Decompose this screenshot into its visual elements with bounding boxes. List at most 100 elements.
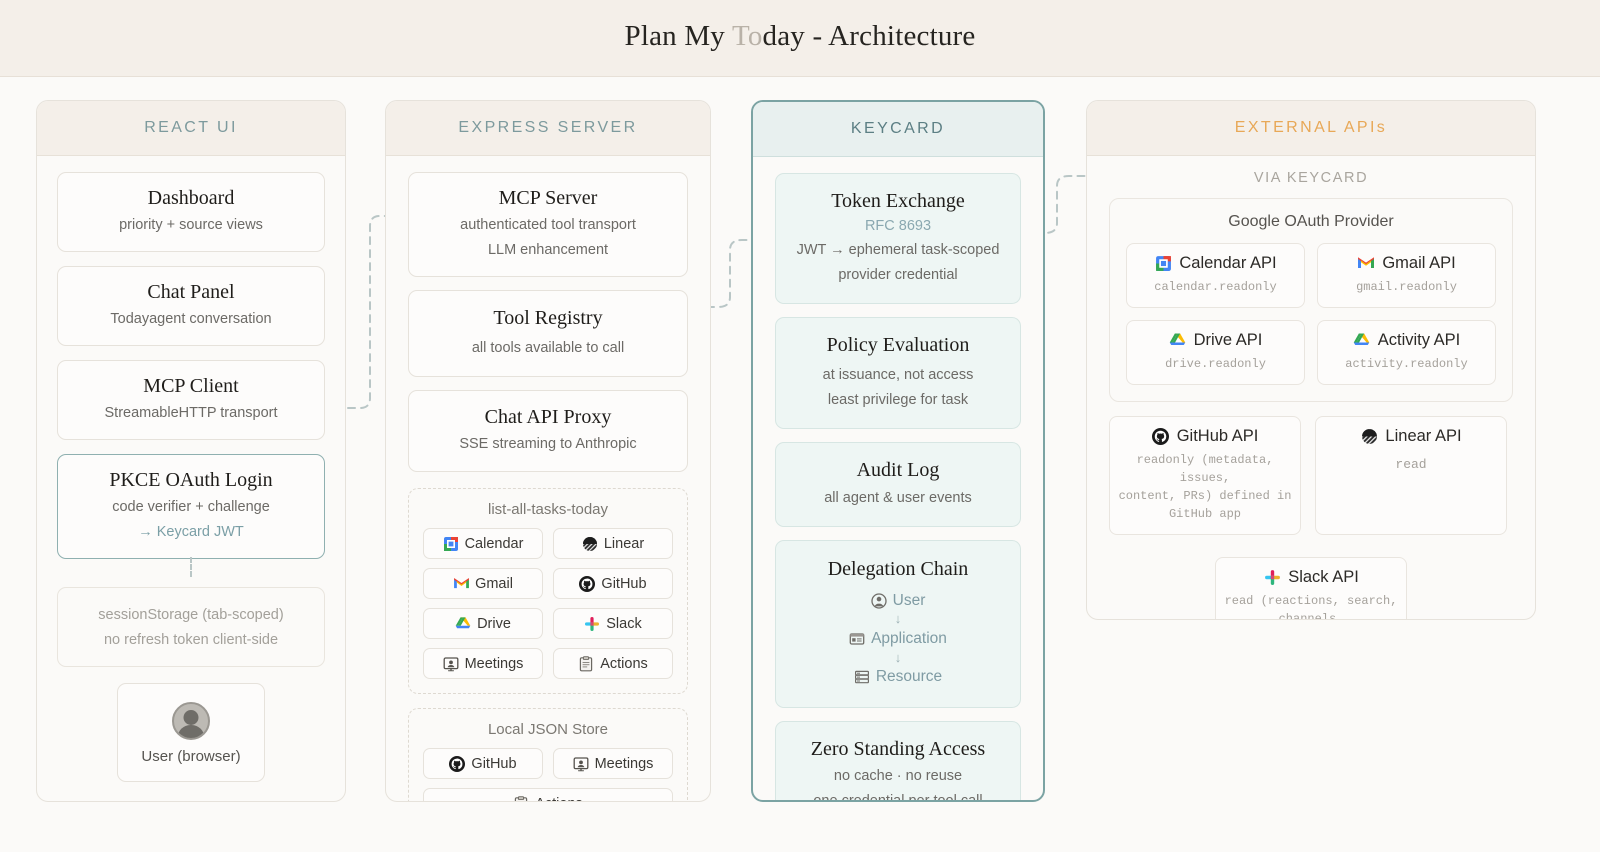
- panel-title-react-ui: REACT UI: [144, 119, 238, 136]
- api-name: Drive API: [1193, 331, 1263, 349]
- card-subtitle-2: one credential per tool call: [813, 792, 983, 802]
- subpanel-google-oauth-provider: Google OAuth Provider: [1109, 198, 1513, 402]
- chain-step-label: User: [892, 592, 926, 610]
- badge-rfc: RFC 8693: [864, 218, 932, 234]
- panel-title-express-server: EXPRESS SERVER: [458, 119, 638, 136]
- gmail-icon: [453, 576, 469, 592]
- api-name-row: Gmail API: [1326, 254, 1487, 273]
- chip-store-actions[interactable]: Actions: [423, 788, 673, 801]
- title-pre: Plan My: [624, 20, 732, 52]
- api-card-drive[interactable]: Drive API drive.readonly: [1126, 320, 1305, 385]
- chip-label: Actions: [535, 796, 583, 801]
- panel-react-ui: REACT UI Dashboard priority + source vie…: [36, 100, 346, 802]
- card-title: Zero Standing Access: [810, 737, 986, 760]
- api-name-row: Drive API: [1135, 331, 1296, 350]
- panel-external-apis: EXTERNAL APIs VIA KEYCARD Google OAuth P…: [1086, 100, 1536, 620]
- api-scope-line-1: read: [1395, 457, 1427, 472]
- card-dashboard[interactable]: Dashboard priority + source views: [57, 172, 325, 253]
- card-mcp-server[interactable]: MCP Server authenticated tool transport …: [408, 172, 688, 278]
- chip-gmail[interactable]: Gmail: [423, 568, 543, 600]
- title-highlight: To: [731, 20, 763, 52]
- connector-pkce-to-storage: [190, 557, 192, 578]
- card-delegation-chain[interactable]: Delegation Chain User ↓: [775, 540, 1021, 708]
- card-subtitle: priority + source views: [119, 217, 263, 233]
- chain-arrow-2: ↓: [894, 649, 902, 665]
- linear-icon: [582, 536, 598, 552]
- chip-github[interactable]: GitHub: [553, 568, 673, 600]
- api-card-gmail[interactable]: Gmail API gmail.readonly: [1317, 243, 1496, 308]
- google-calendar-icon: [443, 536, 459, 552]
- slack-icon: [584, 616, 600, 632]
- chip-linear[interactable]: Linear: [553, 528, 673, 560]
- card-subtitle-2: provider credential: [838, 267, 958, 284]
- api-card-activity[interactable]: Activity API activity.readonly: [1317, 320, 1496, 385]
- chip-label: Slack: [606, 615, 642, 632]
- panel-header-react-ui: REACT UI: [37, 101, 345, 156]
- panel-header-express-server: EXPRESS SERVER: [386, 101, 710, 156]
- card-policy-evaluation[interactable]: Policy Evaluation at issuance, not acces…: [775, 317, 1021, 430]
- panel-body-react-ui: Dashboard priority + source views Chat P…: [37, 156, 345, 801]
- api-name: Calendar API: [1179, 254, 1277, 272]
- card-subtitle-2: LLM enhancement: [487, 242, 609, 259]
- chip-label: GitHub: [601, 575, 647, 592]
- api-name-row: GitHub API: [1118, 427, 1292, 446]
- chip-label: Meetings: [594, 755, 654, 772]
- chip-calendar[interactable]: Calendar: [423, 528, 543, 560]
- google-api-grid: Calendar API calendar.readonly: [1126, 243, 1496, 385]
- chip-label: Meetings: [464, 655, 524, 672]
- card-pkce-oauth-login[interactable]: PKCE OAuth Login code verifier + challen…: [57, 454, 325, 560]
- api-name: GitHub API: [1176, 427, 1259, 445]
- card-subtitle-1: at issuance, not access: [822, 367, 974, 384]
- card-subtitle: Todayagent conversation: [110, 311, 272, 328]
- github-icon: [579, 575, 596, 592]
- panel-keycard: KEYCARD Token Exchange RFC 8693 JWT → ep…: [751, 100, 1045, 802]
- api-name: Gmail API: [1382, 254, 1456, 272]
- chip-actions[interactable]: Actions: [553, 648, 673, 680]
- group-local-json-store: Local JSON Store GitHub: [408, 708, 688, 801]
- title-post: day - Architecture: [762, 20, 976, 52]
- card-session-storage: sessionStorage (tab-scoped) no refresh t…: [57, 587, 325, 668]
- group-list-all-tasks-today: list-all-tasks-today Calen: [408, 488, 688, 695]
- api-card-calendar[interactable]: Calendar API calendar.readonly: [1126, 243, 1305, 308]
- chip-meetings[interactable]: Meetings: [423, 648, 543, 680]
- card-title: Token Exchange: [831, 190, 965, 212]
- card-subtitle-1: SSE streaming to Anthropic: [459, 436, 637, 453]
- chip-label: Calendar: [464, 535, 524, 552]
- card-chat-api-proxy[interactable]: Chat API Proxy SSE streaming to Anthropi…: [408, 390, 688, 473]
- google-drive-icon: [455, 616, 471, 632]
- card-token-exchange[interactable]: Token Exchange RFC 8693 JWT → ephemeral …: [775, 173, 1021, 305]
- delegation-chain-steps: User ↓ Applica: [788, 589, 1008, 689]
- card-tool-registry[interactable]: Tool Registry all tools available to cal…: [408, 290, 688, 378]
- database-stack-icon: [854, 669, 870, 685]
- chip-slack[interactable]: Slack: [553, 608, 673, 640]
- chip-drive[interactable]: Drive: [423, 608, 543, 640]
- card-zero-standing-access[interactable]: Zero Standing Access no cache · no reuse…: [775, 720, 1021, 802]
- card-subtitle-2: least privilege for task: [827, 392, 969, 409]
- chain-arrow-1: ↓: [894, 611, 902, 627]
- chip-store-meetings[interactable]: Meetings: [553, 748, 673, 780]
- api-scope-line-1: read (reactions, search, channels,: [1224, 594, 1398, 620]
- api-card-github[interactable]: GitHub API readonly (metadata, issues, c…: [1109, 416, 1301, 535]
- chip-label: Actions: [600, 655, 648, 672]
- card-chat-panel[interactable]: Chat Panel Todayagent conversation: [57, 266, 325, 347]
- card-audit-log[interactable]: Audit Log all agent & user events: [775, 442, 1021, 528]
- user-avatar-icon: [172, 702, 210, 741]
- card-title: Delegation Chain: [827, 558, 969, 581]
- api-scope: calendar.readonly: [1154, 280, 1277, 294]
- chip-label: GitHub: [471, 755, 517, 772]
- card-mcp-client[interactable]: MCP Client StreamableHTTP transport: [57, 360, 325, 441]
- card-subtitle-1: all agent & user events: [824, 490, 972, 507]
- api-card-slack[interactable]: Slack API read (reactions, search, chann…: [1215, 557, 1407, 620]
- api-name-row: Calendar API: [1135, 254, 1296, 273]
- panel-header-external-apis: EXTERNAL APIs: [1087, 101, 1535, 156]
- store-chip-list: GitHub Meetings: [423, 748, 673, 801]
- api-scope-line-1: readonly (metadata, issues,: [1136, 453, 1274, 485]
- group-title: Local JSON Store: [487, 721, 609, 739]
- api-name-row: Activity API: [1326, 331, 1487, 350]
- api-card-linear[interactable]: Linear API read: [1315, 416, 1507, 535]
- subpanel-title: Google OAuth Provider: [1228, 213, 1394, 230]
- gmail-icon: [1357, 255, 1375, 273]
- other-api-grid: GitHub API readonly (metadata, issues, c…: [1109, 416, 1513, 620]
- api-name-row: Linear API: [1324, 427, 1498, 446]
- chip-store-github[interactable]: GitHub: [423, 748, 543, 780]
